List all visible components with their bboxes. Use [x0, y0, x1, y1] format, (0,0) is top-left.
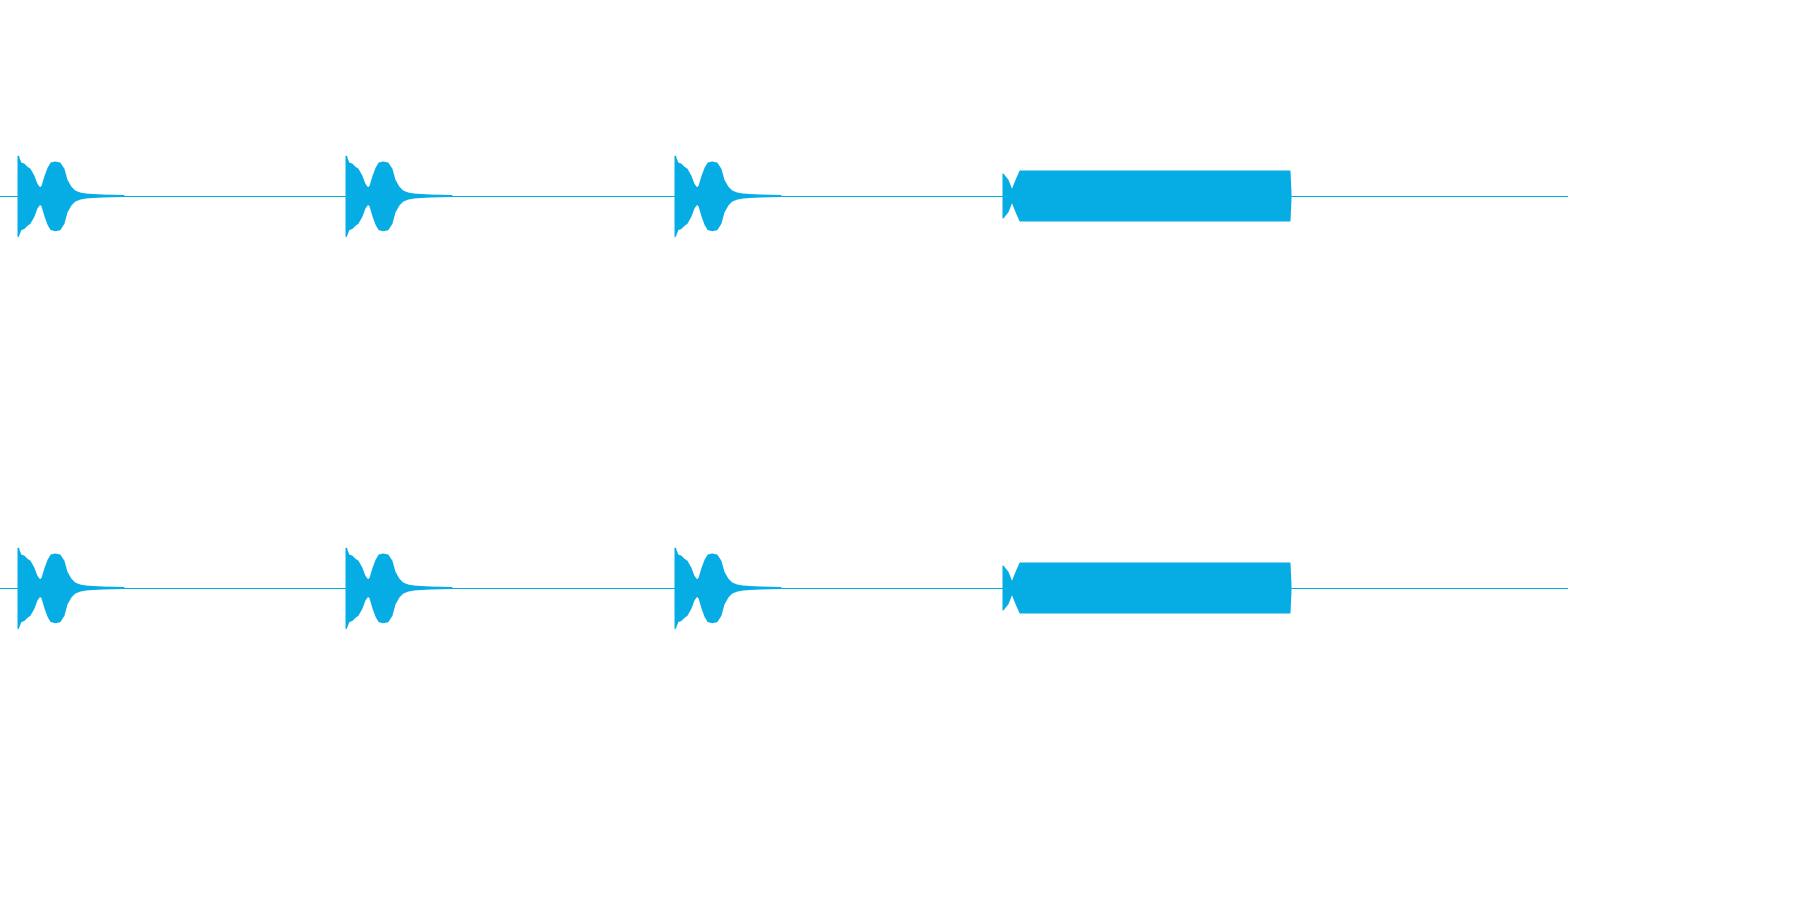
waveform-blip [17, 547, 125, 630]
waveform-display [0, 0, 1568, 784]
waveform-blip [674, 547, 782, 630]
channel-1 [0, 155, 1568, 238]
waveform-blip [17, 155, 125, 238]
waveform-blip [345, 547, 453, 630]
channel-2 [0, 547, 1568, 630]
waveform-tone [1002, 562, 1292, 614]
waveform-view [0, 0, 1568, 784]
waveform-background [0, 0, 1568, 784]
waveform-tone [1002, 170, 1292, 222]
channels-layer [0, 155, 1568, 630]
waveform-blip [674, 155, 782, 238]
waveform-blip [345, 155, 453, 238]
